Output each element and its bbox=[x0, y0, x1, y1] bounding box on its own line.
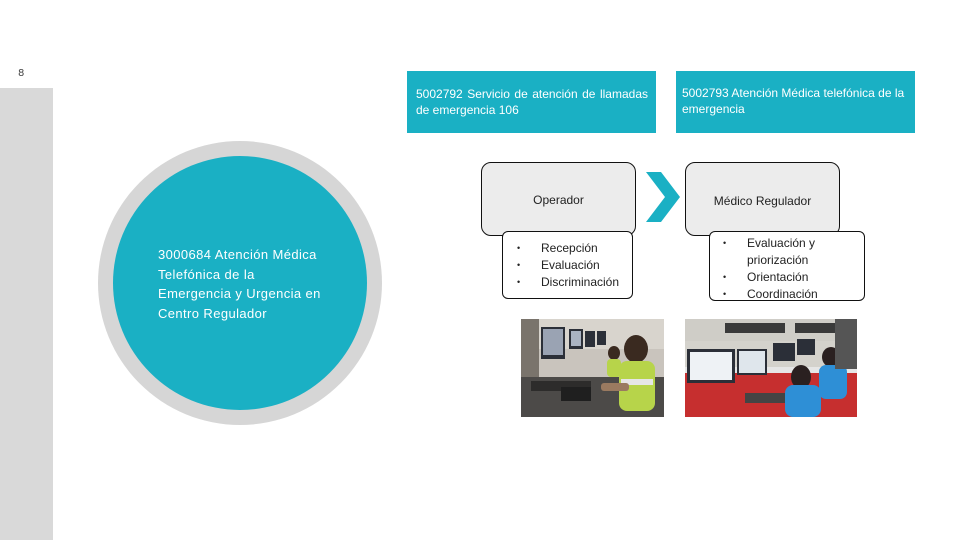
page-number: 8 bbox=[18, 68, 24, 79]
role-operador: Operador bbox=[481, 162, 636, 236]
task-item: •Coordinación bbox=[723, 286, 864, 303]
process-1-header: 5002792 Servicio de atención de llamadas… bbox=[407, 71, 656, 133]
task-item: •Discriminación bbox=[517, 274, 632, 291]
strip-top-cutout bbox=[0, 0, 53, 88]
task-item: •Evaluación y priorización bbox=[723, 235, 864, 269]
task-list-medico: •Evaluación y priorización •Orientación … bbox=[709, 231, 865, 301]
chevron-right-icon bbox=[646, 172, 680, 222]
task-item: •Recepción bbox=[517, 240, 632, 257]
task-item: •Evaluación bbox=[517, 257, 632, 274]
task-item: •Orientación bbox=[723, 269, 864, 286]
role-medico-regulador: Médico Regulador bbox=[685, 162, 840, 236]
regulators-photo bbox=[685, 319, 857, 417]
task-list-operador: •Recepción •Evaluación •Discriminación bbox=[502, 231, 633, 299]
process-2-header: 5002793 Atención Médica telefónica de la… bbox=[676, 71, 915, 133]
circle-title: 3000684 Atención Médica Telefónica de la… bbox=[158, 245, 328, 323]
operators-photo bbox=[521, 319, 664, 417]
